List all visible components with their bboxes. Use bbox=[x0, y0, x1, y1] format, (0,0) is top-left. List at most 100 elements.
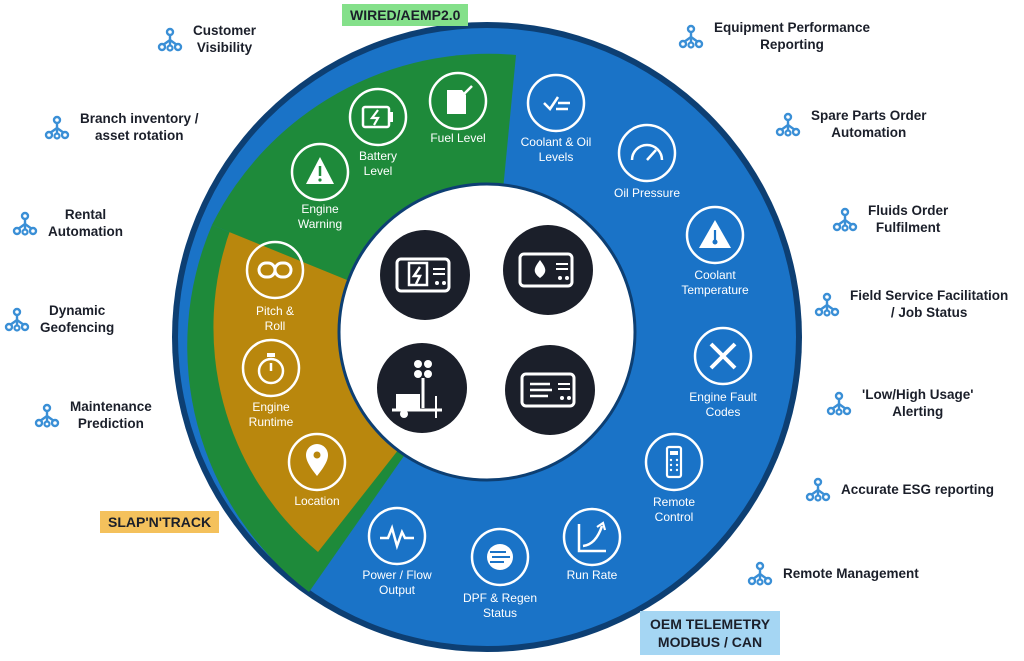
ring-item-label: Level bbox=[364, 164, 393, 178]
location-pin-icon bbox=[306, 444, 328, 476]
ring-item-fuel-level: Fuel Level bbox=[428, 71, 488, 145]
benefit-remote-management: Remote Management bbox=[745, 558, 919, 588]
wired-aemp-tag: WIRED/AEMP2.0 bbox=[342, 4, 469, 26]
ring-item-label: Run Rate bbox=[567, 568, 618, 582]
compressor-icon bbox=[505, 345, 595, 435]
network-node-icon bbox=[775, 112, 801, 137]
stopwatch-icon bbox=[257, 353, 285, 385]
ring-item-coolant-oil-levels: Coolant & Oil Levels bbox=[521, 73, 592, 164]
ring-item-battery-level: Battery Level bbox=[348, 87, 408, 178]
ring-item-location: Location bbox=[287, 432, 347, 508]
ring-item-run-rate: Run Rate bbox=[562, 507, 622, 582]
network-node-icon bbox=[747, 561, 773, 586]
ring-item-engine-warning: Engine Warning bbox=[290, 142, 350, 231]
network-node-icon bbox=[814, 292, 840, 317]
ring-item-label: Battery bbox=[359, 149, 397, 163]
battery-icon bbox=[361, 105, 393, 129]
ring-item-label: Engine bbox=[252, 400, 290, 414]
oem-telemetry-tag: OEM TELEMETRY MODBUS / CAN bbox=[640, 611, 781, 655]
generator-fuel-icon bbox=[503, 225, 593, 315]
remote-icon bbox=[665, 445, 683, 479]
network-node-icon bbox=[157, 27, 183, 52]
benefit-line: Automation bbox=[48, 224, 123, 239]
benefit-line: Visibility bbox=[196, 40, 253, 55]
network-node-icon bbox=[678, 24, 704, 49]
benefit-line: Dynamic bbox=[48, 303, 106, 318]
benefit-line: Alerting bbox=[892, 404, 944, 419]
benefit-line: Branch inventory / bbox=[80, 111, 199, 126]
ring-item-oil-pressure: Oil Pressure bbox=[614, 123, 680, 200]
benefit-line: Rental bbox=[64, 207, 107, 222]
gauge-icon bbox=[630, 143, 664, 161]
benefit-line: Accurate ESG reporting bbox=[841, 481, 995, 497]
slap-n-track-tag: SLAP'N'TRACK bbox=[100, 511, 220, 533]
network-node-icon bbox=[34, 403, 60, 428]
network-node-icon bbox=[4, 307, 30, 332]
warning-icon bbox=[306, 157, 334, 184]
light-tower-icon bbox=[377, 343, 467, 433]
benefit-line: Field Service Facilitation bbox=[850, 288, 1009, 303]
ring-item-label: Levels bbox=[539, 150, 574, 164]
benefit-line: Fluids Order bbox=[868, 203, 949, 218]
ring-item-label: Coolant & Oil bbox=[521, 135, 592, 149]
ring-item-label: DPF & Regen bbox=[463, 591, 537, 605]
generator-power-icon bbox=[380, 230, 470, 320]
ring-item-label: Output bbox=[379, 583, 416, 597]
ring-item-label: Oil Pressure bbox=[614, 186, 680, 200]
benefit-line: Reporting bbox=[760, 37, 824, 52]
network-node-icon bbox=[44, 115, 70, 140]
ring-item-label: Remote bbox=[653, 495, 695, 509]
ring-item-dpf-regen-status: DPF & Regen Status bbox=[463, 527, 537, 620]
ring-item-engine-fault-codes: Engine Fault Codes bbox=[689, 326, 757, 419]
ring-item-label: Location bbox=[294, 494, 339, 508]
benefit-field-service: Field Service Facilitation/ Job Status bbox=[812, 287, 1008, 321]
levels-icon bbox=[543, 96, 570, 111]
benefit-line: Customer bbox=[193, 23, 257, 38]
benefit-line: Remote Management bbox=[783, 565, 919, 581]
benefit-usage-alerting: 'Low/High Usage'Alerting bbox=[824, 386, 973, 420]
benefit-line: Equipment Performance bbox=[714, 20, 871, 35]
growth-chart-icon bbox=[577, 521, 607, 553]
ring-item-engine-runtime: Engine Runtime bbox=[241, 338, 301, 429]
benefit-esg-reporting: Accurate ESG reporting bbox=[803, 474, 994, 504]
benefit-line: Geofencing bbox=[40, 320, 115, 335]
network-node-icon bbox=[12, 211, 38, 236]
fuel-can-icon bbox=[447, 85, 473, 114]
center-circle bbox=[337, 182, 637, 482]
ring-item-label: Power / Flow bbox=[362, 568, 432, 582]
network-node-icon bbox=[826, 391, 852, 416]
ring-item-label: Temperature bbox=[681, 283, 749, 297]
ring-item-label: Coolant bbox=[694, 268, 736, 282]
benefit-line: asset rotation bbox=[95, 128, 184, 143]
benefit-line: Maintenance bbox=[70, 399, 152, 414]
network-node-icon bbox=[805, 477, 831, 502]
thermometer-icon bbox=[699, 220, 731, 248]
waveform-icon bbox=[380, 524, 414, 551]
ring-item-coolant-temperature: Coolant Temperature bbox=[681, 205, 749, 297]
ring-item-label: Status bbox=[483, 606, 517, 620]
benefit-line: Prediction bbox=[77, 416, 144, 431]
ring-item-label: Fuel Level bbox=[430, 131, 485, 145]
ring-item-label: Engine Fault bbox=[689, 390, 757, 404]
ring-item-power-flow-output: Power / Flow Output bbox=[362, 506, 432, 597]
ring-item-label: Control bbox=[655, 510, 694, 524]
ring-item-label: Codes bbox=[706, 405, 741, 419]
filter-icon bbox=[487, 544, 513, 570]
benefit-line: Fulfilment bbox=[875, 220, 941, 235]
ring-item-label: Warning bbox=[298, 217, 342, 231]
ring-item-remote-control: Remote Control bbox=[644, 432, 704, 524]
x-icon bbox=[709, 342, 737, 370]
ring-item-pitch-roll: Pitch & Roll bbox=[245, 240, 305, 333]
oem-modbus-line: MODBUS / CAN bbox=[657, 634, 763, 650]
benefit-line: Automation bbox=[831, 125, 907, 140]
link-icon bbox=[257, 261, 293, 279]
ring-item-label: Runtime bbox=[249, 415, 294, 429]
ring-item-label: Engine bbox=[301, 202, 339, 216]
